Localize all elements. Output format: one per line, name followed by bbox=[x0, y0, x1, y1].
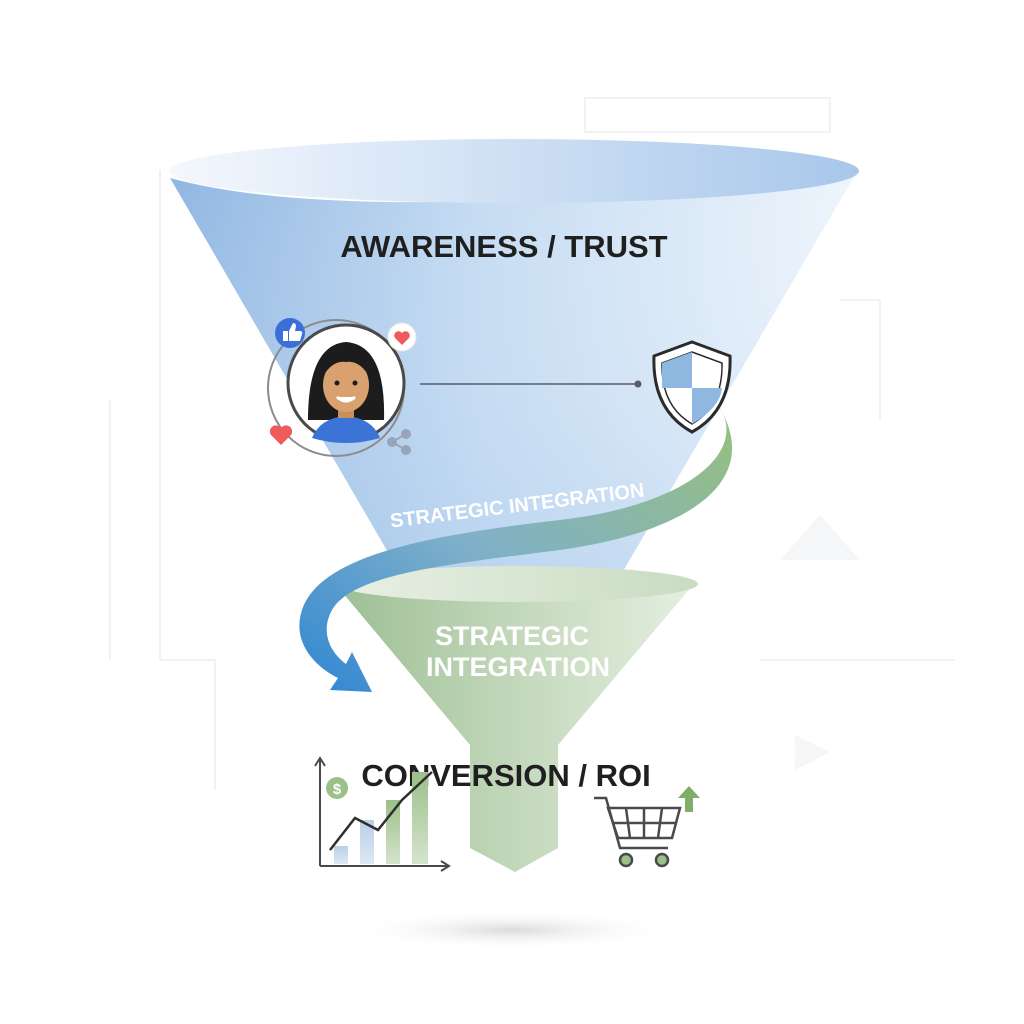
funnel-shadow bbox=[347, 910, 677, 950]
social-profile-icon bbox=[267, 318, 642, 457]
dollar-icon: $ bbox=[326, 777, 348, 799]
funnel-bottom-section bbox=[337, 580, 697, 872]
shield-icon bbox=[652, 340, 732, 434]
funnel-bottom-rim bbox=[338, 566, 698, 602]
share-icon bbox=[387, 429, 411, 455]
svg-text:$: $ bbox=[333, 781, 342, 798]
funnel-top-rim bbox=[169, 139, 859, 203]
heart-icon-small bbox=[269, 425, 293, 445]
background-decorations bbox=[109, 97, 955, 790]
conversion-roi-label: CONVERSION / ROI bbox=[361, 758, 650, 793]
strategic-label-line1: STRATEGIC bbox=[435, 621, 589, 651]
shopping-cart-icon bbox=[594, 796, 682, 868]
heart-icon bbox=[387, 322, 417, 352]
awareness-trust-label: AWARENESS / TRUST bbox=[340, 229, 667, 264]
thumbs-up-icon bbox=[275, 318, 305, 348]
integration-label-line2: INTEGRATION bbox=[426, 652, 610, 682]
up-arrow-icon bbox=[678, 786, 700, 812]
growth-chart-icon: $ bbox=[314, 756, 451, 872]
avatar bbox=[308, 342, 385, 443]
